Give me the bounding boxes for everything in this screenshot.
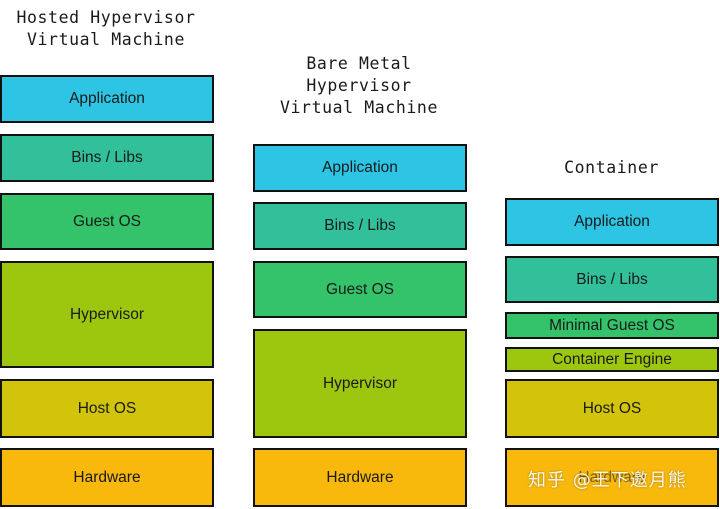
hosted-hardware-layer: Hardware <box>0 448 214 507</box>
hosted-guest-os-layer: Guest OS <box>0 193 214 250</box>
bare-metal-hypervisor-layer: Hypervisor <box>253 329 467 438</box>
bare-metal-application-layer: Application <box>253 144 467 192</box>
watermark-text: 知乎 @王下邀月熊 <box>528 470 687 491</box>
container-engine-layer: Container Engine <box>505 347 719 372</box>
container-hardware-layer: Hardware <box>505 448 719 507</box>
container-bins-libs-layer: Bins / Libs <box>505 256 719 303</box>
container-hardware-label: Hardware <box>578 468 646 486</box>
bare-metal-bins-libs-layer: Bins / Libs <box>253 202 467 250</box>
bare-metal-guest-os-layer: Guest OS <box>253 261 467 318</box>
container-minimal-guest-os-layer: Minimal Guest OS <box>505 312 719 339</box>
hosted-host-os-layer: Host OS <box>0 379 214 438</box>
hosted-hypervisor-layer: Hypervisor <box>0 261 214 368</box>
hosted-bins-libs-layer: Bins / Libs <box>0 134 214 182</box>
hosted-column-title: Hosted Hypervisor Virtual Machine <box>16 8 196 49</box>
bare-metal-hardware-layer: Hardware <box>253 448 467 507</box>
container-host-os-layer: Host OS <box>505 379 719 438</box>
container-application-layer: Application <box>505 198 719 246</box>
hosted-application-layer: Application <box>0 75 214 123</box>
container-column-title: Container <box>564 158 659 177</box>
bare-metal-column-title: Bare Metal Hypervisor Virtual Machine <box>279 54 438 117</box>
